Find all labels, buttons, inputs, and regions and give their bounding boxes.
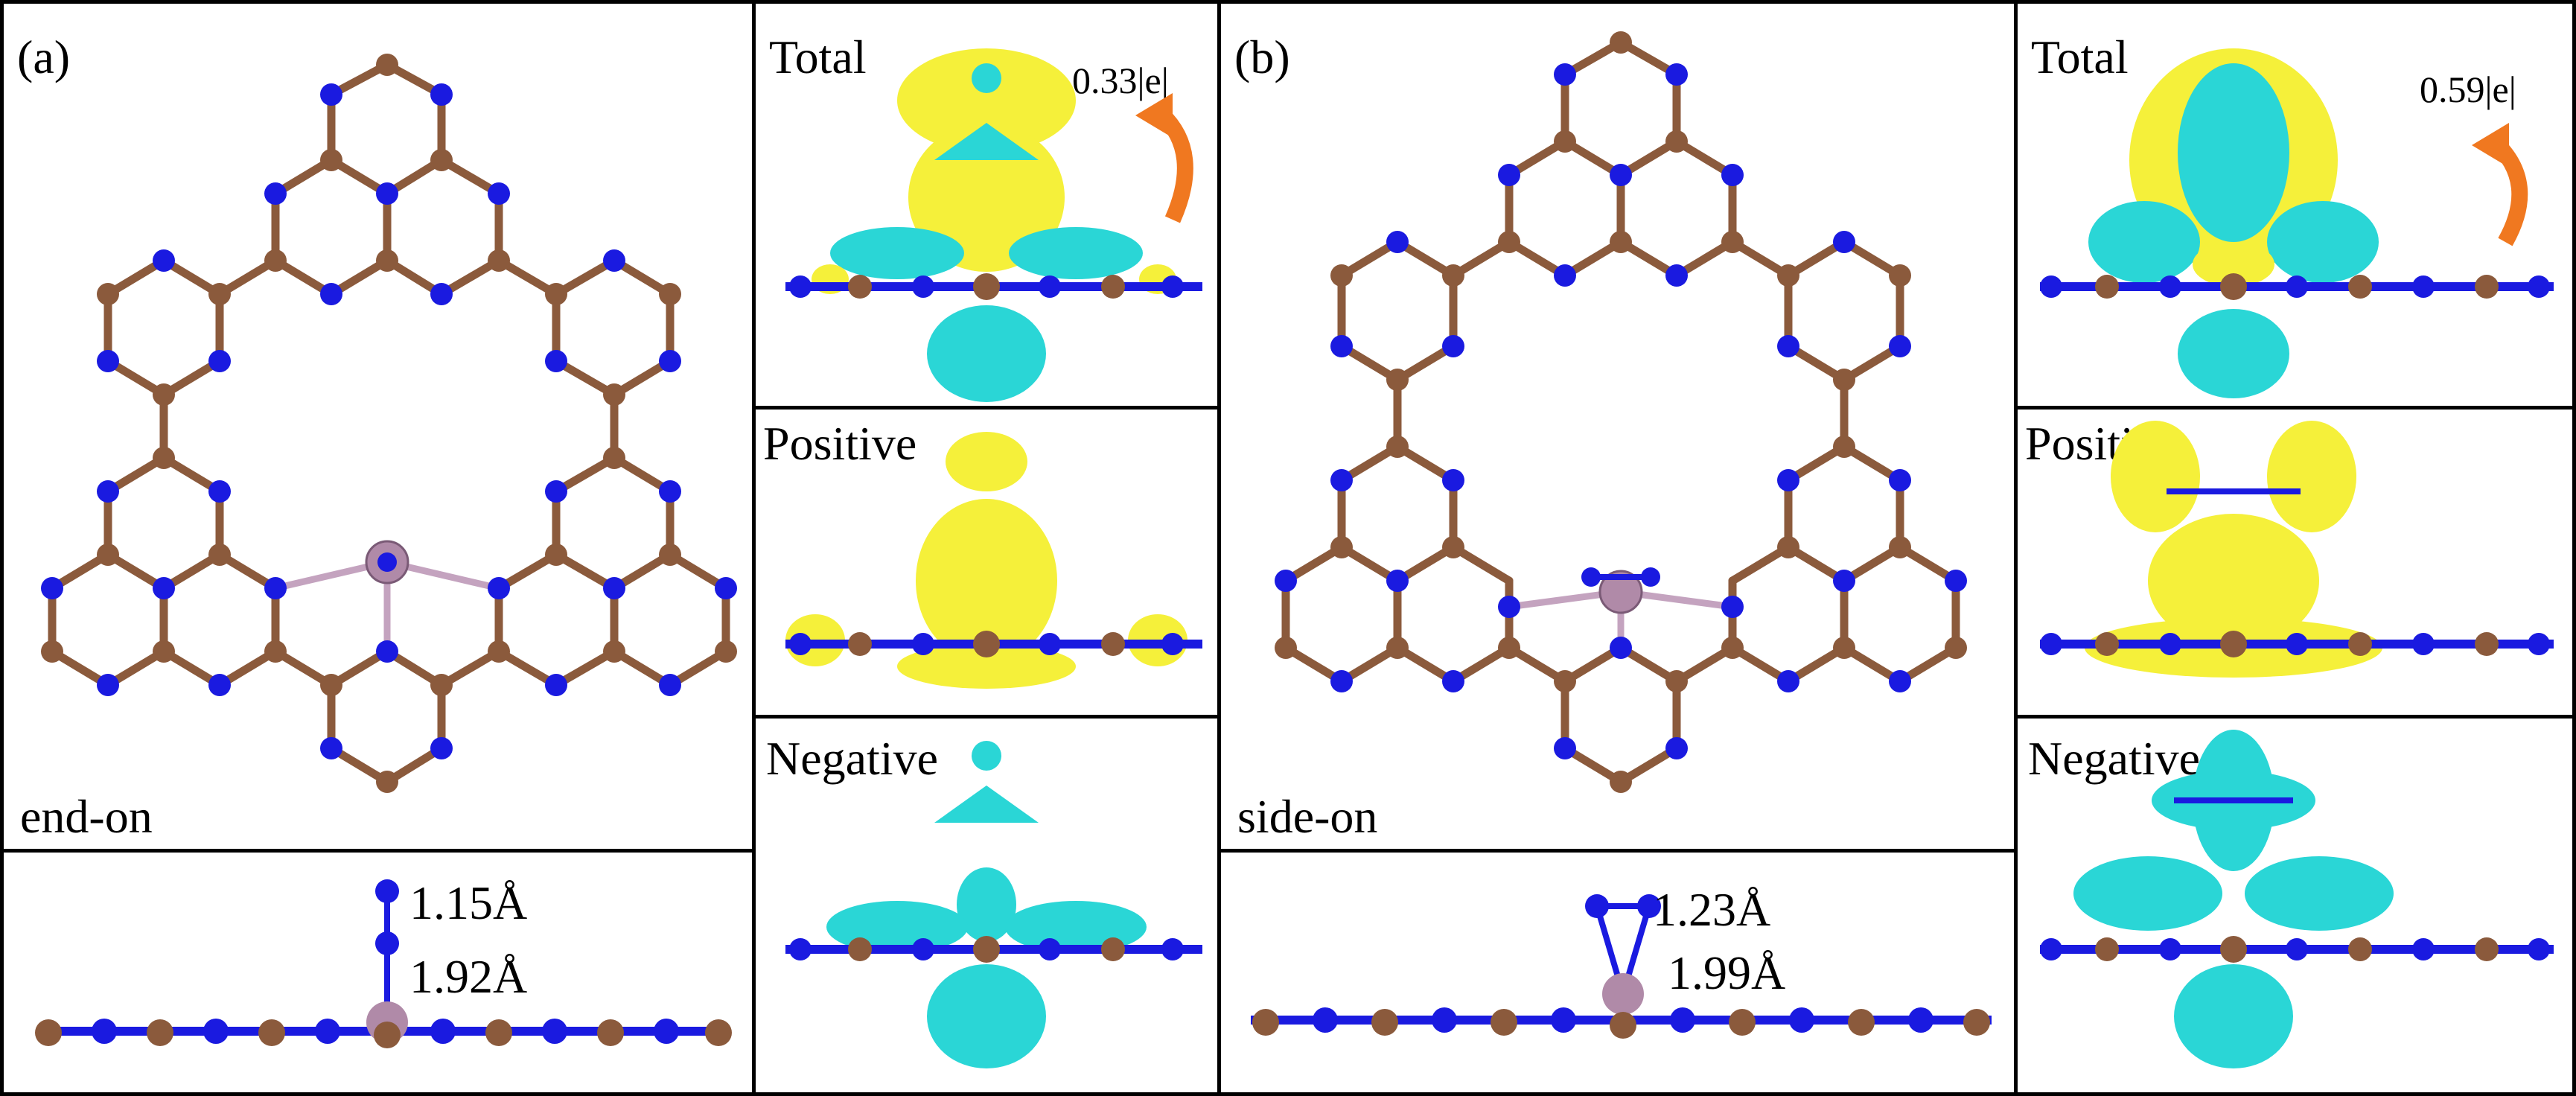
panel-a-charge-negative: Negative [752, 715, 1221, 1096]
panel-a-total-isosurface [785, 48, 1202, 402]
panel-b-charge-negative: Negative [2014, 715, 2576, 1096]
panel-a-structure [41, 54, 737, 793]
panel-b-nn-bond-length: 1.23Å [1653, 883, 1771, 936]
panel-a-label: (a) [17, 31, 71, 83]
panel-b-negative-isosurface [2040, 730, 2554, 1068]
panel-a-side-view: 1.15Å 1.92Å [0, 849, 756, 1096]
panel-b-charge-positive: Positive [2014, 406, 2576, 719]
panel-b-charge-transfer: 0.59|e| [2420, 68, 2516, 110]
panel-b-label: (b) [1234, 31, 1290, 83]
panel-b-charge-total: Total 0.59|e| [2014, 0, 2576, 410]
panel-b-mode-label: side-on [1237, 790, 1378, 843]
panel-b-side-structure [1251, 894, 1992, 1039]
panel-a-mode-label: end-on [20, 790, 153, 843]
panel-a-charge-transfer: 0.33|e| [1072, 60, 1169, 101]
panel-a-charge-positive: Positive [752, 406, 1221, 719]
panel-a-negative-label: Negative [766, 732, 938, 785]
panel-a-nn-bond-length: 1.15Å [409, 876, 528, 929]
panel-b-negative-label: Negative [2028, 732, 2200, 785]
panel-a-negative-isosurface [785, 741, 1202, 1068]
panel-a-metal-n-bond-length: 1.92Å [409, 950, 528, 1003]
panel-a-total-label: Total [769, 31, 867, 83]
panel-a-positive-label: Positive [763, 417, 917, 470]
panel-b-metal-n-bond-length: 1.99Å [1668, 946, 1786, 999]
panel-b-total-label: Total [2031, 31, 2129, 83]
panel-a-top-view: (a) end-on [0, 0, 756, 853]
panel-b-side-view: 1.23Å 1.99Å [1217, 849, 2018, 1096]
panel-b-structure [1275, 31, 1967, 793]
panel-a-charge-total: Total 0.33|e| [752, 0, 1221, 410]
panel-b-positive-isosurface [2040, 421, 2554, 678]
panel-b-total-isosurface [2040, 48, 2554, 398]
panel-b-top-view: (b) side-on [1217, 0, 2018, 853]
panel-a-side-structure [35, 879, 732, 1048]
panel-a-positive-isosurface [785, 432, 1202, 689]
